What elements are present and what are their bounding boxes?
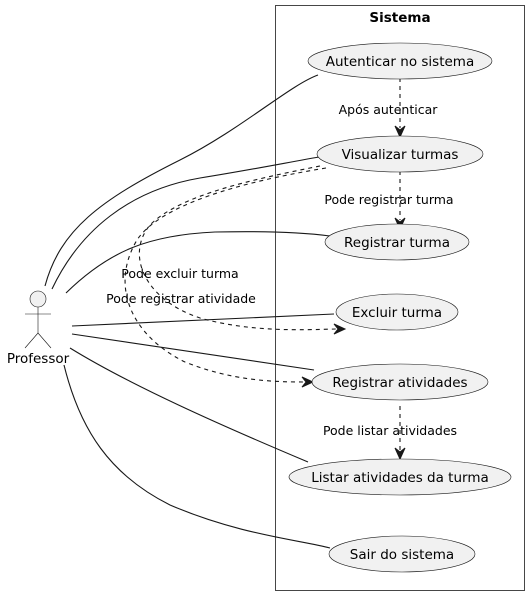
actor-head bbox=[29, 290, 47, 308]
use-case-logout-ellipse bbox=[328, 535, 476, 573]
use-case-delete-class-ellipse bbox=[335, 293, 459, 331]
use-case-register-activities-label: Registrar atividades bbox=[332, 375, 467, 391]
association-authenticate bbox=[44, 74, 319, 287]
use-case-list-activities-ellipse bbox=[288, 458, 512, 496]
arrowhead-register-activities bbox=[301, 376, 315, 388]
arrowhead-view-classes bbox=[394, 125, 406, 139]
arrowhead-delete-class bbox=[333, 323, 347, 335]
actor-right-leg bbox=[37, 332, 52, 349]
use-case-logout-label: Sair do sistema bbox=[350, 547, 454, 563]
actor-professor: Professor bbox=[7, 290, 70, 367]
use-case-list-activities: Listar atividades da turma bbox=[288, 458, 512, 496]
label-can-list-activities: Pode listar atividades bbox=[323, 423, 457, 438]
association-list-activities bbox=[69, 347, 309, 463]
label-after-authenticate: Após autenticar bbox=[339, 102, 439, 117]
associations bbox=[44, 74, 335, 549]
use-case-authenticate-label: Autenticar no sistema bbox=[326, 54, 474, 70]
system-title: Sistema bbox=[369, 10, 430, 26]
actor-left-leg bbox=[24, 332, 39, 349]
arrowhead-list-activities bbox=[394, 447, 406, 461]
use-case-authenticate: Autenticar no sistema bbox=[307, 42, 493, 80]
use-case-view-classes-ellipse bbox=[316, 135, 484, 173]
label-can-register-activity: Pode registrar atividade bbox=[106, 291, 256, 306]
association-delete-class bbox=[71, 313, 335, 327]
use-case-register-class: Registrar turma bbox=[324, 223, 470, 261]
use-case-list-activities-label: Listar atividades da turma bbox=[311, 470, 489, 486]
association-logout bbox=[63, 364, 331, 549]
association-view-classes bbox=[51, 156, 320, 290]
use-case-logout: Sair do sistema bbox=[328, 535, 476, 573]
label-can-register-class: Pode registrar turma bbox=[324, 192, 453, 207]
use-case-register-class-ellipse bbox=[324, 223, 470, 261]
use-case-register-class-label: Registrar turma bbox=[344, 235, 450, 251]
use-case-view-classes-label: Visualizar turmas bbox=[342, 147, 459, 163]
use-case-view-classes: Visualizar turmas bbox=[316, 135, 484, 173]
use-case-delete-class-label: Excluir turma bbox=[352, 305, 442, 321]
dependency-can-delete-class bbox=[138, 165, 337, 331]
actor-name: Professor bbox=[7, 351, 70, 367]
dependencies: Após autenticar Pode registrar turma Pod… bbox=[106, 78, 457, 461]
use-case-authenticate-ellipse bbox=[307, 42, 493, 80]
association-register-class bbox=[65, 231, 331, 294]
use-case-register-activities-ellipse bbox=[311, 363, 489, 401]
label-can-delete-class: Pode excluir turma bbox=[121, 266, 238, 281]
use-case-delete-class: Excluir turma bbox=[335, 293, 459, 331]
use-cases: Autenticar no sistema Visualizar turmas … bbox=[288, 42, 512, 573]
association-register-activities bbox=[71, 333, 315, 371]
use-case-register-activities: Registrar atividades bbox=[311, 363, 489, 401]
